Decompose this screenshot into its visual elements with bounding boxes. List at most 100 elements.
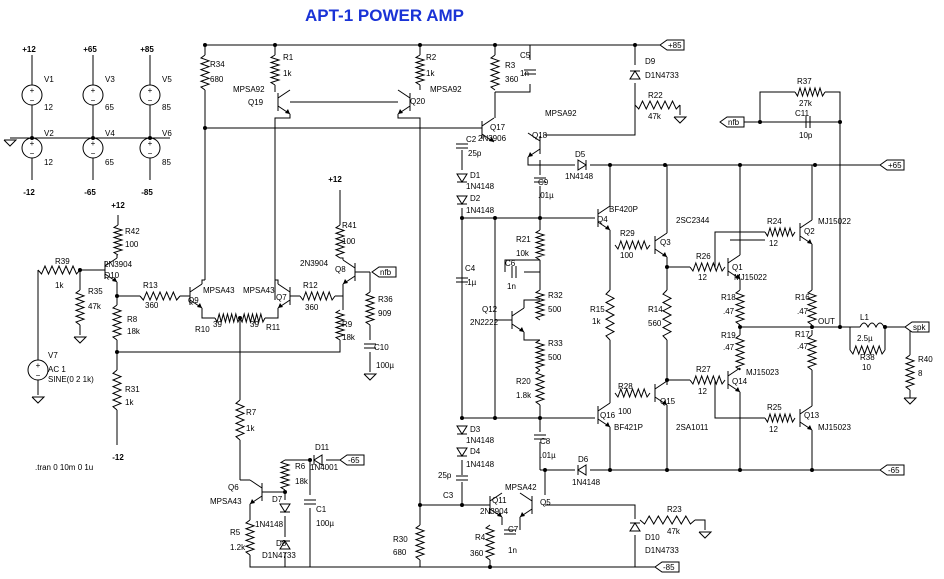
- c1-ref: C1: [316, 505, 327, 514]
- r13-ref: R13: [143, 281, 158, 290]
- r34-ref: R34: [210, 60, 225, 69]
- d8-ref: D8: [276, 539, 287, 548]
- q18-value: MPSA92: [545, 109, 577, 118]
- nfb-in-label: nfb: [380, 268, 392, 277]
- wire: [495, 44, 531, 60]
- d8-value: D1N4733: [262, 551, 296, 560]
- r23-value: 47k: [667, 527, 681, 536]
- q2-collector: [799, 219, 813, 229]
- c4-ref: C4: [465, 264, 476, 273]
- r11-ref: R11: [266, 323, 281, 332]
- junction-dot: [810, 468, 814, 472]
- junction-dot: [665, 265, 669, 269]
- d4-ref: D4: [470, 447, 481, 456]
- r17-resistor: [806, 334, 818, 371]
- wire: [249, 555, 420, 568]
- r4-ref: R4: [475, 533, 486, 542]
- wire: [397, 114, 421, 510]
- minus-sign: −: [30, 96, 35, 105]
- q3-arrow: [662, 252, 667, 257]
- junction-dot: [813, 163, 817, 167]
- q20-ref: Q20: [410, 97, 426, 106]
- c4-value: .1µ: [465, 278, 477, 287]
- c10-ref: C10: [374, 343, 389, 352]
- v6-ref: V6: [162, 129, 172, 138]
- q13-collector: [799, 405, 813, 415]
- q6-value: MPSA43: [210, 497, 242, 506]
- wire: [523, 332, 540, 341]
- q17-collector: [481, 117, 495, 127]
- r16-resistor: [806, 289, 818, 326]
- r5-ref: R5: [230, 528, 241, 537]
- c11-ref: C11: [795, 109, 810, 118]
- q19-collector: [277, 89, 291, 99]
- minus85-label: -85: [663, 563, 675, 572]
- r5-resistor: [244, 519, 256, 556]
- q11-value: 2N3904: [480, 507, 509, 516]
- c6-value: 1n: [507, 282, 516, 291]
- minus-sign: −: [91, 96, 96, 105]
- r12-value: 360: [305, 303, 319, 312]
- d6-ref: D6: [578, 455, 589, 464]
- wire: [335, 284, 344, 297]
- r31-resistor: [111, 369, 123, 411]
- q16-arrow: [605, 422, 610, 427]
- q10-collector: [104, 257, 118, 267]
- wire: [545, 504, 636, 519]
- junction-dot: [738, 468, 742, 472]
- ground-symbol: [3, 139, 18, 147]
- r11-value: 39: [250, 320, 259, 329]
- plus12-flag: +12: [111, 201, 125, 210]
- q13-value: MJ15023: [818, 423, 851, 432]
- r26-resistor: [689, 261, 726, 273]
- r16-ref: R16: [795, 293, 810, 302]
- q12-collector: [511, 307, 525, 317]
- ground-symbol: [363, 373, 378, 381]
- spk-label: spk: [913, 323, 926, 332]
- ground-symbol: [698, 531, 713, 539]
- minus65-d11-flag: [339, 454, 365, 466]
- wire: [201, 308, 215, 319]
- spk-flag: [904, 321, 930, 333]
- plus-sign: +: [91, 139, 96, 148]
- r7-resistor: [234, 399, 246, 441]
- d10-value: D1N4733: [645, 546, 679, 555]
- d2-diode: [456, 195, 468, 205]
- q8-arrow: [343, 279, 348, 284]
- r40-value: 8: [918, 369, 923, 378]
- d7-diode: [279, 503, 291, 513]
- q1-value: MJ15022: [734, 273, 767, 282]
- v4-value: 65: [105, 158, 114, 167]
- d7-ref: D7: [272, 495, 283, 504]
- q3-collector: [654, 232, 668, 242]
- q17-value: 2N3906: [478, 134, 507, 143]
- r25-ref: R25: [767, 403, 782, 412]
- r38-value: 10: [862, 363, 871, 372]
- q8-collector: [342, 259, 356, 269]
- q20-collector: [397, 89, 411, 99]
- q9-collector: [189, 283, 203, 293]
- r40-ref: R40: [918, 355, 933, 364]
- d3-diode: [456, 425, 468, 435]
- junction-dot: [663, 163, 667, 167]
- junction-dot: [488, 565, 492, 569]
- c10-value: 100µ: [376, 361, 394, 370]
- q13-ref: Q13: [804, 411, 820, 420]
- d1-value: 1N4148: [466, 182, 495, 191]
- q6-arrow: [250, 499, 255, 504]
- q17-arrow: [489, 137, 494, 142]
- r30-resistor: [414, 524, 426, 561]
- r24-resistor: [764, 226, 796, 238]
- l1-ref: L1: [860, 313, 869, 322]
- plus12-b-flag: +12: [328, 175, 342, 184]
- q1-arrow: [735, 274, 740, 279]
- v7-ref: V7: [48, 351, 58, 360]
- c2-ref: C2: [466, 135, 477, 144]
- d11-value: 1N4001: [310, 463, 339, 472]
- r19-resistor: [734, 334, 746, 371]
- q2-ref: Q2: [804, 227, 815, 236]
- r35-resistor: [74, 289, 86, 326]
- q4-ref: Q4: [597, 215, 608, 224]
- junction-dot: [738, 325, 742, 329]
- c7-value: 1n: [508, 546, 517, 555]
